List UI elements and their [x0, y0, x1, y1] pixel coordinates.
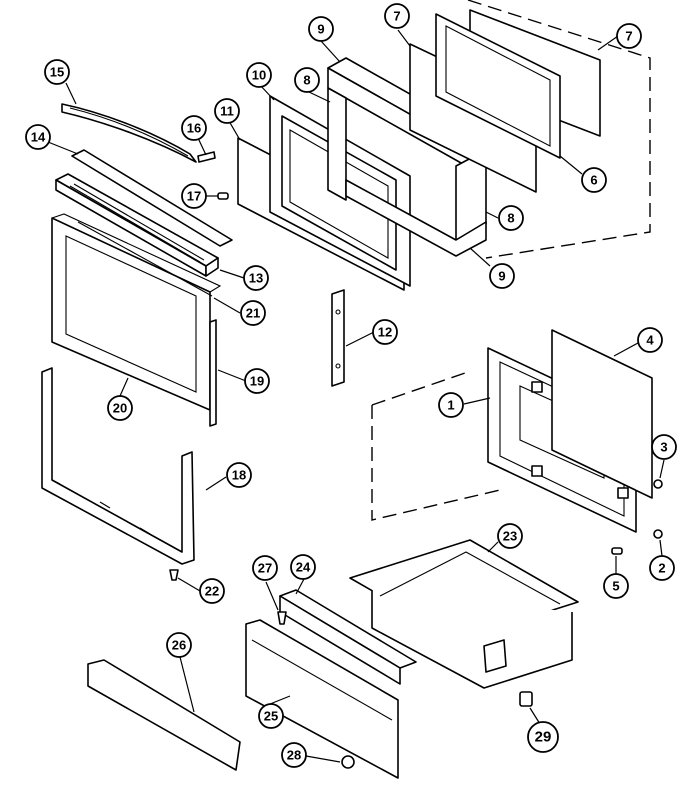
part-5-clip	[611, 547, 623, 555]
svg-text:10: 10	[252, 68, 266, 83]
svg-text:9: 9	[498, 269, 505, 284]
part-22-screw	[169, 569, 179, 581]
svg-text:16: 16	[187, 121, 201, 136]
svg-text:9: 9	[317, 22, 324, 37]
callout-8-lower: 8	[498, 205, 524, 231]
callout-9-lower: 9	[489, 263, 515, 289]
part-14-trim-strip	[71, 149, 233, 247]
callout-6: 6	[581, 167, 607, 193]
part-27-screw	[277, 611, 287, 625]
callout-25: 25	[258, 703, 284, 729]
callout-10: 10	[246, 62, 272, 88]
svg-text:7: 7	[393, 9, 400, 24]
callout-11: 11	[214, 98, 240, 124]
part-8-insulation-sides	[327, 87, 487, 241]
part-23-storage-drawer	[349, 539, 579, 689]
callout-24: 24	[290, 554, 316, 580]
callout-3: 3	[651, 434, 677, 460]
svg-text:14: 14	[31, 130, 46, 145]
callout-18: 18	[226, 462, 252, 488]
svg-text:3: 3	[660, 440, 667, 455]
callout-9-upper: 9	[308, 16, 334, 42]
svg-text:6: 6	[590, 173, 597, 188]
callout-22: 22	[199, 578, 225, 604]
svg-text:22: 22	[205, 584, 219, 599]
svg-text:2: 2	[658, 561, 665, 576]
callout-29: 29	[527, 721, 559, 753]
callout-17: 17	[181, 183, 207, 209]
svg-text:26: 26	[172, 638, 186, 653]
svg-text:25: 25	[264, 709, 278, 724]
callout-15: 15	[44, 59, 70, 85]
callout-4: 4	[637, 327, 663, 353]
callout-28: 28	[281, 742, 307, 768]
callout-13: 13	[243, 265, 269, 291]
part-6-door-liner	[435, 13, 561, 159]
svg-text:20: 20	[113, 401, 127, 416]
part-9-insulation-bottom	[345, 179, 487, 257]
part-13-vent-panel	[55, 173, 219, 277]
part-15-door-handle	[61, 103, 197, 163]
callout-12: 12	[372, 319, 398, 345]
part-3-nut	[653, 479, 663, 489]
part-25-drawer-front	[245, 619, 399, 779]
part-29-clip	[519, 691, 533, 707]
svg-text:5: 5	[612, 579, 619, 594]
svg-text:19: 19	[250, 374, 264, 389]
svg-text:11: 11	[220, 104, 234, 119]
svg-text:24: 24	[296, 560, 311, 575]
callout-26: 26	[166, 632, 192, 658]
part-28-leveling-foot	[341, 755, 355, 769]
callout-2: 2	[649, 555, 675, 581]
svg-text:8: 8	[303, 73, 310, 88]
part-26-kick-plate	[87, 659, 241, 771]
part-12-hinge	[331, 289, 345, 387]
part-17-spacer	[217, 192, 229, 200]
svg-text:13: 13	[249, 271, 263, 286]
svg-text:4: 4	[646, 333, 654, 348]
callout-20: 20	[107, 395, 133, 421]
callout-27: 27	[252, 555, 278, 581]
callout-7-upper-left: 7	[384, 3, 410, 29]
part-18-door-frame	[41, 367, 195, 565]
part-2-nut	[653, 529, 663, 539]
part-21-gasket	[77, 221, 213, 297]
svg-text:21: 21	[246, 306, 260, 321]
callout-16: 16	[181, 115, 207, 141]
svg-text:29: 29	[535, 729, 552, 746]
callout-1: 1	[438, 392, 464, 418]
callout-8-upper: 8	[294, 67, 320, 93]
part-19-side-trim	[209, 319, 217, 427]
svg-text:1: 1	[447, 398, 454, 413]
leader-lines	[47, 29, 665, 763]
dashed-outline-upper	[467, 0, 651, 259]
svg-text:28: 28	[287, 748, 301, 763]
svg-text:15: 15	[50, 65, 64, 80]
svg-text:12: 12	[378, 325, 392, 340]
callout-7-upper-right: 7	[616, 23, 642, 49]
callout-19: 19	[244, 368, 270, 394]
svg-text:8: 8	[507, 211, 514, 226]
part-24-drawer-trim	[279, 589, 417, 685]
callout-21: 21	[240, 300, 266, 326]
callout-5: 5	[603, 573, 629, 599]
svg-text:17: 17	[187, 189, 201, 204]
callout-14: 14	[25, 124, 51, 150]
callout-23: 23	[497, 523, 523, 549]
svg-text:7: 7	[625, 29, 632, 44]
part-20-outer-door-panel	[51, 213, 222, 411]
svg-text:23: 23	[503, 529, 517, 544]
part-4-door-gasket	[551, 329, 653, 499]
part-16-screw	[197, 151, 216, 163]
svg-text:27: 27	[258, 561, 272, 576]
dashed-outline-lower	[371, 371, 501, 521]
svg-text:18: 18	[232, 468, 246, 483]
